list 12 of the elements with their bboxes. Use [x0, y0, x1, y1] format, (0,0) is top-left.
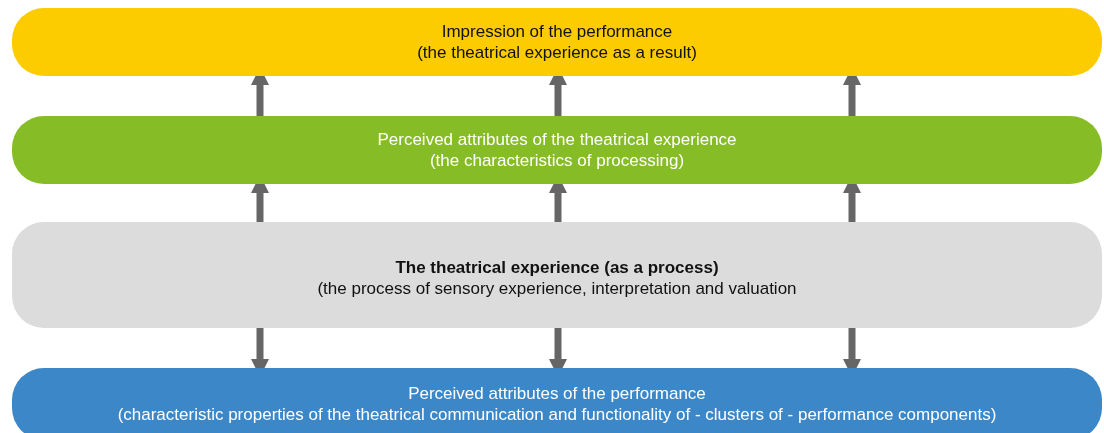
band-subtitle: (the process of sensory experience, interpretation and valuation [317, 278, 797, 299]
layer-band [12, 116, 1102, 184]
layer-band [12, 222, 1102, 328]
band-subtitle: (characteristic properties of the theatrical communication and functionality of - clusters of - performance components) [117, 404, 997, 425]
band-subtitle: (the theatrical experience as a result) [417, 42, 697, 63]
band-title: Perceived attributes of the performance [408, 383, 706, 404]
band-title: Perceived attributes of the theatrical experience [377, 129, 737, 150]
layer-band [12, 368, 1102, 433]
layer-band [12, 8, 1102, 76]
band-title: Impression of the performance [441, 21, 673, 42]
band-title: The theatrical experience (as a process) [395, 257, 719, 278]
band-subtitle: (the characteristics of processing) [429, 150, 685, 171]
